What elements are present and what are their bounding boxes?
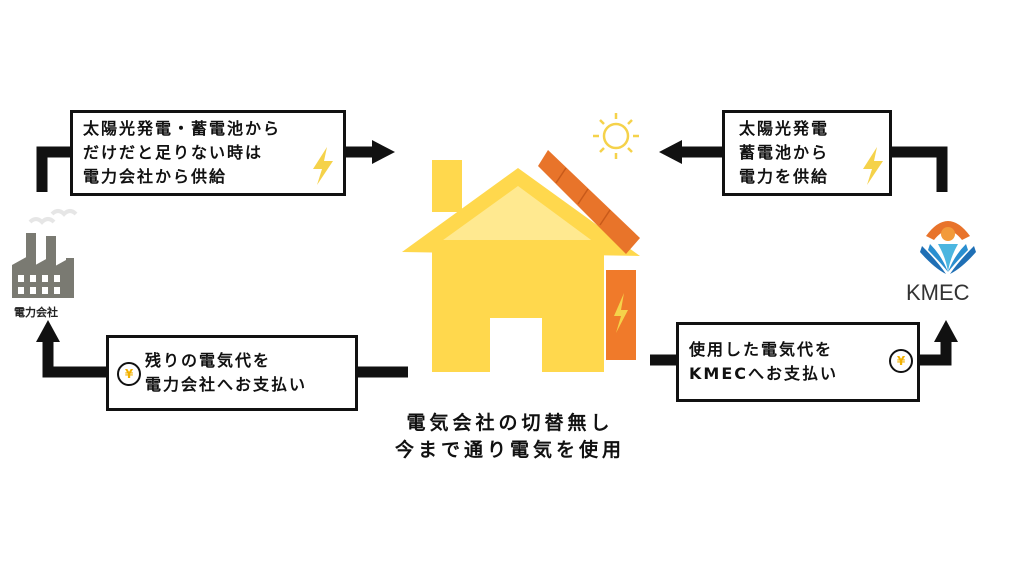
lightning-icon	[313, 147, 333, 185]
box-line: 太陽光発電・蓄電池から	[83, 119, 282, 138]
box-line: 電力を供給	[739, 167, 830, 186]
caption-line: 今まで通り電気を使用	[394, 439, 625, 461]
box-line: 蓄電池から	[739, 143, 830, 162]
yen-coin-icon: ¥	[117, 362, 141, 386]
power-company-label: 電力会社	[14, 306, 58, 319]
box-line: 電力会社から供給	[83, 167, 228, 186]
house-icon	[402, 160, 640, 372]
info-box-solar-supply: 太陽光発電 蓄電池から 電力を供給	[722, 110, 892, 196]
kmec-logo	[920, 221, 976, 274]
factory-icon	[12, 209, 78, 298]
box-line: 使用した電気代を	[689, 340, 834, 359]
caption-line: 電気会社の切替無し	[406, 412, 614, 434]
yen-coin-icon: ¥	[889, 349, 913, 373]
info-box-kmec-bill: 使用した電気代を KMECへお支払い ¥	[676, 322, 920, 402]
lightning-icon	[863, 147, 883, 185]
info-box-power-supply: 太陽光発電・蓄電池から だけだと足りない時は 電力会社から供給	[70, 110, 346, 196]
box-line: KMECへお支払い	[689, 364, 838, 383]
info-box-remaining-bill: ¥ 残りの電気代を 電力会社へお支払い	[106, 335, 358, 411]
box-line: 太陽光発電	[739, 119, 830, 138]
box-line: だけだと足りない時は	[83, 143, 264, 162]
solar-panel-icon	[538, 150, 640, 254]
battery-icon	[606, 270, 636, 360]
box-line: 残りの電気代を	[145, 351, 272, 370]
house-caption: 電気会社の切替無し 今まで通り電気を使用	[360, 410, 660, 464]
kmec-label: KMEC	[906, 280, 970, 305]
box-line: 電力会社へお支払い	[145, 375, 308, 394]
sun-icon	[593, 113, 639, 159]
